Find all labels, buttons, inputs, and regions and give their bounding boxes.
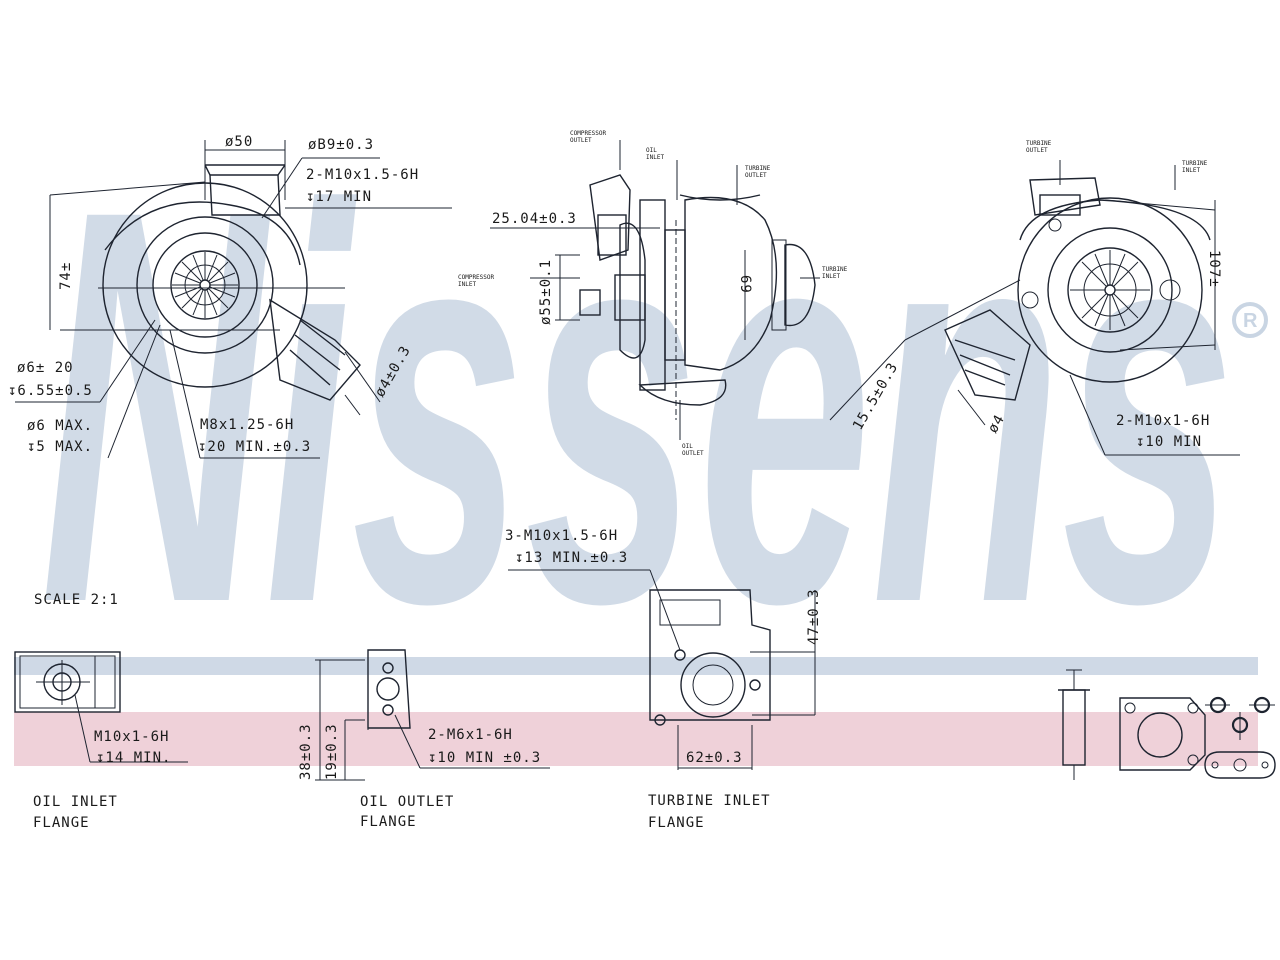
tiny-turbine-inlet-side: TURBINE INLET bbox=[822, 266, 848, 280]
label-d89: øB9±0.3 bbox=[308, 137, 375, 153]
oil-inlet-flange-view bbox=[14, 651, 188, 763]
tiny-turbine-outlet: TURBINE OUTLET bbox=[1026, 140, 1052, 154]
turbine-inlet-thread-1: 3-M10x1.5-6H bbox=[505, 528, 619, 544]
side-view bbox=[490, 140, 820, 440]
oil-outlet-flange-view bbox=[315, 649, 550, 781]
oil-outlet-thread-2: ↧10 MIN ±0.3 bbox=[428, 750, 542, 766]
label-thread-top-1: 2-M10x1.5-6H bbox=[306, 167, 420, 183]
tiny-compressor-outlet: COMPRESSOR OUTLET bbox=[570, 130, 607, 144]
oil-inlet-thread-1: M10x1-6H bbox=[94, 729, 170, 745]
tiny-turbine-inlet: TURBINE INLET bbox=[1182, 160, 1208, 174]
registered-mark-icon bbox=[1232, 302, 1268, 338]
label-thread-top-2: ↧17 MIN bbox=[306, 189, 373, 205]
oil-outlet-dim-38: 38±0.3 bbox=[298, 723, 314, 780]
oil-inlet-title-2: FLANGE bbox=[33, 815, 90, 831]
label-d50: ø50 bbox=[225, 134, 254, 150]
turbine-inlet-thread-2: ↧13 MIN.±0.3 bbox=[515, 550, 629, 566]
blue-band bbox=[14, 657, 1258, 675]
label-thread-turbine-1: 2-M10x1-6H bbox=[1116, 413, 1211, 429]
pink-band bbox=[14, 712, 1258, 766]
label-m8-1: M8x1.25-6H bbox=[200, 417, 295, 433]
label-max-2: ↧5 MAX. bbox=[27, 439, 94, 455]
label-m8-2: ↧20 MIN.±0.3 bbox=[198, 439, 312, 455]
turbine-side-view bbox=[829, 160, 1240, 456]
label-dim-2504: 25.04±0.3 bbox=[492, 211, 577, 227]
label-hole-1: ø6± 20 bbox=[17, 360, 74, 376]
label-dim-55: ø55±0.1 bbox=[538, 258, 554, 325]
label-thread-turbine-2: ↧10 MIN bbox=[1136, 434, 1203, 450]
nissens-watermark: Nissens bbox=[40, 93, 1235, 719]
accessory-parts bbox=[1058, 669, 1276, 780]
oil-outlet-title-1: OIL OUTLET bbox=[360, 794, 455, 810]
registered-mark-letter: R bbox=[1243, 310, 1258, 332]
compressor-side-view bbox=[15, 140, 452, 459]
tiny-turbine-outlet-side: TURBINE OUTLET bbox=[745, 165, 771, 179]
turbine-housing-outer bbox=[1017, 197, 1203, 383]
turbine-inlet-dim-62: 62±0.3 bbox=[686, 750, 743, 766]
turbine-inlet-flange-view bbox=[508, 569, 816, 770]
label-hole-2: ↧6.55±0.5 bbox=[8, 383, 93, 399]
turbine-inlet-dim-47: 47±0.3 bbox=[806, 588, 822, 645]
tiny-compressor-inlet: COMPRESSOR INLET bbox=[458, 274, 495, 288]
scale-note: SCALE 2:1 bbox=[34, 592, 119, 608]
oil-outlet-dim-19: 19±0.3 bbox=[324, 723, 340, 780]
oil-inlet-thread-2: ↧14 MIN. bbox=[96, 750, 172, 766]
label-max-1: ø6 MAX. bbox=[27, 418, 94, 434]
tiny-oil-outlet: OIL OUTLET bbox=[682, 443, 704, 457]
oil-inlet-title-1: OIL INLET bbox=[33, 794, 118, 810]
turbine-inlet-title-1: TURBINE INLET bbox=[648, 793, 771, 809]
label-dim-107: 107± bbox=[1206, 250, 1222, 288]
oil-outlet-thread-1: 2-M6x1-6H bbox=[428, 727, 513, 743]
turbine-inlet-title-2: FLANGE bbox=[648, 815, 705, 831]
label-dim-69: 69 bbox=[737, 275, 753, 294]
label-dim-vertical: 74± bbox=[58, 261, 74, 290]
tiny-oil-inlet: OIL INLET bbox=[646, 147, 665, 161]
oil-outlet-title-2: FLANGE bbox=[360, 814, 417, 830]
